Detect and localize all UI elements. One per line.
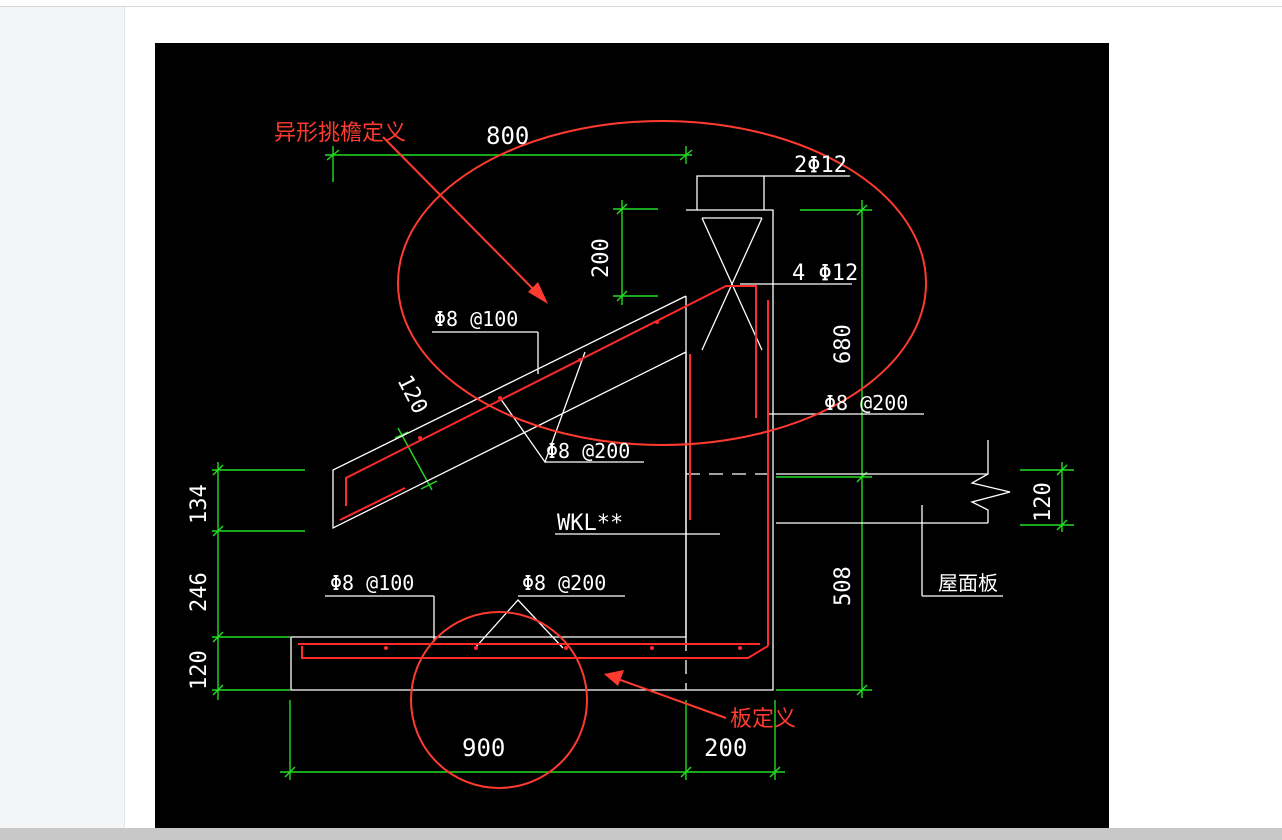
cad-drawing-canvas: 异形挑檐定义 板定义 800 200 120 134 246 120 680 5… — [155, 43, 1109, 828]
rebar-slab-right: Φ8 @200 — [522, 571, 606, 595]
drawing-background — [155, 43, 1109, 828]
bottom-scrollbar[interactable] — [0, 828, 1282, 840]
rebar-corner-bars: 4 Φ12 — [792, 261, 858, 286]
top-divider — [0, 6, 1282, 7]
dim-eave-width: 800 — [486, 122, 529, 150]
annotation-arrowheads — [528, 282, 624, 686]
dim-left-upper: 134 — [187, 484, 212, 524]
hidden-lines — [685, 473, 776, 690]
rebar-top-bars: 2Φ12 — [794, 153, 847, 178]
left-panel-border — [124, 7, 125, 829]
dim-left-lower: 120 — [187, 650, 212, 690]
eave-definition-callout: 异形挑檐定义 — [274, 121, 406, 146]
rebar-wall-stirrup: Φ8 @200 — [824, 391, 908, 415]
dim-bottom-width: 900 — [462, 734, 505, 762]
beam-label: WKL** — [557, 511, 623, 536]
rebar-eave-bottom: Φ8 @200 — [546, 439, 630, 463]
rebar-eave-top: Φ8 @100 — [434, 307, 518, 331]
roof-slab-label: 屋面板 — [938, 571, 998, 595]
dim-wall-lower: 508 — [831, 566, 856, 606]
slab-definition-callout: 板定义 — [730, 707, 796, 732]
dim-eave-step: 200 — [589, 238, 614, 278]
rebar-slab-left: Φ8 @100 — [330, 571, 414, 595]
dim-roof-thickness: 120 — [1031, 482, 1056, 522]
dim-bottom-wall: 200 — [704, 734, 747, 762]
dimension-lines — [212, 146, 1074, 780]
annotation-shapes — [382, 120, 927, 789]
left-side-panel — [0, 7, 124, 829]
dim-wall-upper: 680 — [831, 324, 856, 364]
rebar-lines — [298, 285, 769, 659]
dim-left-middle: 246 — [187, 572, 212, 612]
rebar-dots — [384, 320, 742, 650]
cad-drawing: 异形挑檐定义 板定义 800 200 120 134 246 120 680 5… — [155, 43, 1109, 828]
